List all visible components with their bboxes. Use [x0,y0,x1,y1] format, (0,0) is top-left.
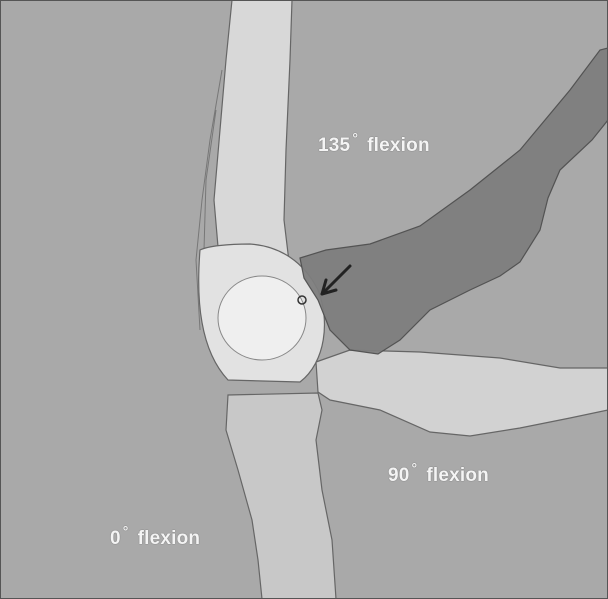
label-90-flexion: 90°flexion [388,460,489,487]
label-135-flexion: 135°flexion [318,130,430,157]
label-0-flexion: 0°flexion [110,523,200,550]
